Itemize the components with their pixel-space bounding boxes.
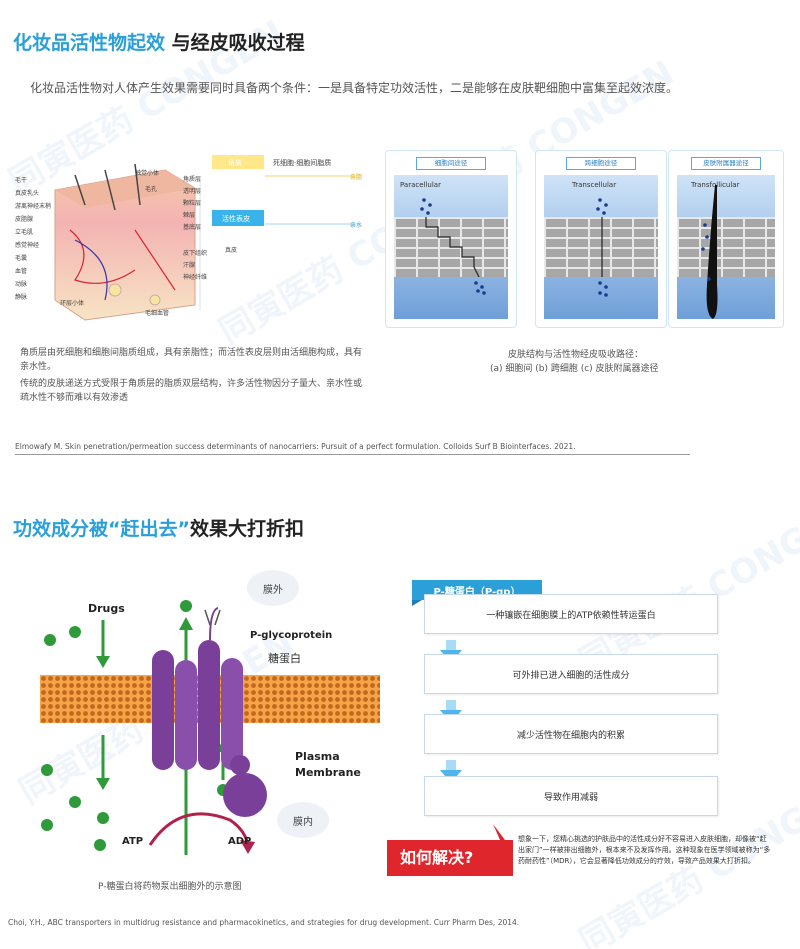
skin-label: 颗粒层 — [183, 200, 202, 207]
pathway-panel-paracellular: 细胞间途径 Paracellular — [385, 150, 517, 328]
flow-head-tail — [412, 600, 422, 606]
atp-label: ATP — [122, 836, 144, 847]
caption-left-1: 角质层由死细胞和细胞间脂质组成，具有亲脂性；而活性表皮层则由活细胞构成，具有亲水… — [20, 348, 363, 372]
stratum-box-label: 角质 — [228, 159, 242, 167]
skin-label: 感觉神经 — [15, 242, 40, 249]
flow-step: 可外排已进入细胞的活性成分 — [424, 654, 718, 694]
pgp-cn-label: 糖蛋白 — [268, 652, 301, 665]
flow-step: 减少活性物在细胞内的积累 — [424, 714, 718, 754]
skin-label: 游离神经末梢 — [15, 203, 52, 210]
question-desc: 想象一下，您精心挑选的护肤品中的活性成分好不容易进入皮肤细胞，却像被“赶出家门”… — [518, 835, 771, 865]
skin-label: 皮下组织 — [183, 250, 208, 257]
skin-label: 透明层 — [183, 188, 202, 195]
skin-label: 立毛肌 — [15, 229, 34, 236]
pgp-diagram: Drugs P-glycoprotein 糖蛋白 膜外 膜内 Plasma Me… — [40, 570, 380, 870]
hydrophilic-label: 亲水 — [350, 222, 363, 229]
skin-label: 皮脂腺 — [15, 216, 34, 223]
flow-step-text: 减少活性物在细胞内的积累 — [516, 730, 625, 741]
pathway-head: 细胞间途径 — [416, 157, 486, 170]
skin-label: 神经纤维 — [183, 274, 208, 281]
plasma-label: Plasma — [295, 750, 340, 763]
adp-label: ADP — [228, 836, 252, 847]
skin-label: 动脉 — [15, 281, 28, 288]
skin-label: 基底层 — [183, 224, 202, 231]
section1-title: 化妆品活性物起效 与经皮吸收过程 — [13, 28, 305, 55]
outside-badge: 膜外 — [247, 570, 299, 606]
skin-labels-right: 角质层 透明层 颗粒层 棘层 基底层 皮下组织 汗腺 神经纤维 — [183, 174, 207, 284]
caption-right-1: 皮肤结构与活性物经皮吸收路径： — [508, 350, 644, 360]
flow-step-text: 可外排已进入细胞的活性成分 — [512, 670, 630, 681]
flow-step: 导致作用减弱 — [424, 776, 718, 816]
flow-arrow — [446, 760, 456, 772]
skin-label-bottom-2: 毛细血管 — [145, 310, 170, 317]
brick-layer — [677, 217, 775, 277]
drugs-label: Drugs — [88, 602, 125, 615]
lipophilic-label: 亲脂 — [350, 174, 363, 181]
skin-label-bottom-1: 环层小体 — [60, 300, 85, 307]
skin-label: 角质层 — [183, 176, 202, 183]
skin-label-top-1: 触觉小体 — [135, 170, 160, 177]
question-callout-shape — [387, 824, 513, 876]
flow-step-text: 导致作用减弱 — [543, 792, 598, 803]
skin-diagram: 毛干 真皮乳头 游离神经末梢 皮脂腺 立毛肌 感觉神经 毛囊 血管 动脉 静脉 … — [15, 150, 370, 325]
pathway-illustration: Transfollicular — [677, 175, 775, 319]
flow-arrow — [446, 640, 456, 652]
pgp-en-label: P-glycoprotein — [250, 630, 333, 641]
skin-label: 毛囊 — [15, 255, 28, 262]
outside-label: 膜外 — [263, 584, 283, 596]
stratum-box — [212, 155, 264, 169]
pgp-caption: P-糖蛋白将药物泵出细胞外的示意图 — [98, 882, 242, 892]
dermis-label: 真皮 — [225, 247, 238, 254]
inside-badge: 膜内 — [277, 802, 329, 838]
section1-intro: 化妆品活性物对人体产生效果需要同时具备两个条件：一是具备特定功效活性，二是能够在… — [30, 81, 679, 95]
membrane-label: Membrane — [295, 766, 361, 779]
skin-label: 真皮乳头 — [15, 190, 40, 197]
skin-label: 血管 — [15, 268, 28, 275]
pathway-label: Paracellular — [400, 181, 441, 189]
epidermis-box-label: 活性表皮 — [222, 215, 250, 223]
skin-label: 毛干 — [15, 177, 28, 184]
flow-arrow — [446, 700, 456, 712]
epidermis-box — [212, 210, 264, 226]
section1-reference: Elmowafy M. Skin penetration/permeation … — [15, 442, 576, 451]
flow-step-text: 一种镶嵌在细胞膜上的ATP依赖性转运蛋白 — [486, 610, 656, 621]
pathway-illustration: Transcellular — [544, 175, 658, 319]
section2-title-rest: 效果大打折扣 — [189, 518, 304, 540]
skin-label-top-2: 毛孔 — [145, 186, 158, 193]
flow-step: 一种镶嵌在细胞膜上的ATP依赖性转运蛋白 — [424, 594, 718, 634]
caption-left-2: 传统的皮肤递送方式受限于角质层的脂质双层结构，许多活性物因分子量大、亲水性或疏水… — [20, 379, 363, 403]
pathway-panel-transcellular: 跨细胞途径 Transcellular — [535, 150, 667, 328]
skin-illustration — [54, 155, 355, 321]
skin-label: 汗腺 — [183, 262, 196, 269]
section2-reference: Choi, Y.H., ABC transporters in multidru… — [8, 918, 520, 927]
reference-divider — [15, 454, 690, 455]
brick-layer — [544, 217, 658, 277]
skin-labels-left: 毛干 真皮乳头 游离神经末梢 皮脂腺 立毛肌 感觉神经 毛囊 血管 动脉 静脉 — [15, 174, 60, 304]
stratum-desc: 死细胞·细胞间脂质 — [273, 159, 332, 167]
skin-label: 棘层 — [183, 212, 196, 219]
flow-head-label: P-糖蛋白（P-gp） — [433, 586, 521, 598]
inside-label: 膜内 — [293, 816, 313, 828]
section1-title-rest: 与经皮吸收过程 — [165, 32, 305, 54]
question-label: 如何解决? — [400, 848, 474, 867]
section2-title-highlight: 功效成分被“赶出去” — [13, 518, 190, 540]
caption-right-2: (a) 细胞间 (b) 跨细胞 (c) 皮肤附属器途径 — [490, 364, 659, 374]
pgp-illustration — [40, 600, 380, 855]
pathway-head: 跨细胞途径 — [566, 157, 636, 170]
section1-title-highlight: 化妆品活性物起效 — [13, 32, 166, 54]
pathway-head: 皮肤附属器途径 — [691, 157, 761, 170]
pathway-label: Transcellular — [572, 181, 617, 189]
section2-title: 功效成分被“赶出去”效果大打折扣 — [13, 514, 304, 541]
skin-label: 静脉 — [15, 294, 28, 301]
pathway-illustration: Paracellular — [394, 175, 508, 319]
pathway-panel-transfollicular: 皮肤附属器途径 Transfollicular — [668, 150, 784, 328]
